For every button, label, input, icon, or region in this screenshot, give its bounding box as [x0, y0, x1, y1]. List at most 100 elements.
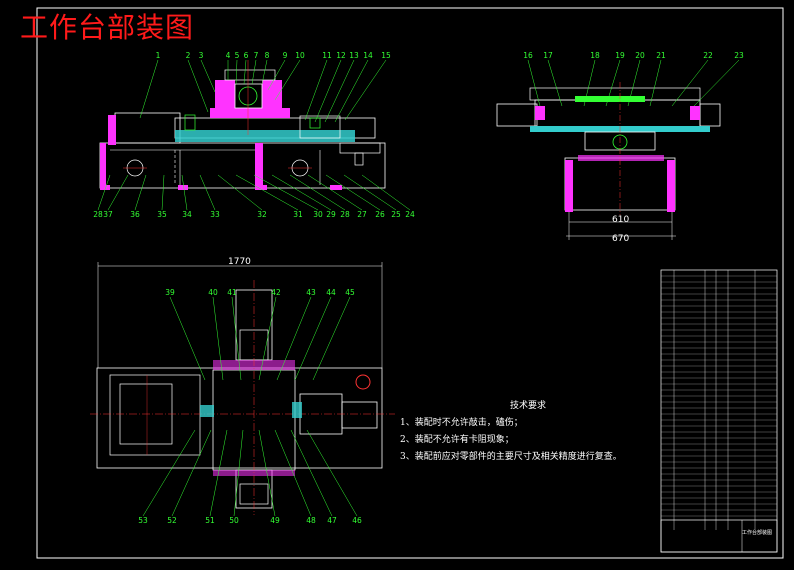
callout-front-bottom-29-9: 29 — [326, 210, 336, 219]
callout-plan-bottom-50: 50 — [229, 516, 239, 525]
callout-plan-top-44: 44 — [326, 288, 336, 297]
callout-plan-top-45-leader — [312, 296, 351, 381]
callout-front-bottom-37-1-leader — [107, 174, 129, 211]
callout-plan-top-39-leader — [169, 296, 206, 381]
callout-side-23: 23 — [734, 51, 744, 60]
callout-front-2-1-leader — [187, 59, 209, 113]
callout-plan-bottom-53-leader — [142, 429, 196, 517]
callout-plan-bottom-46-leader — [306, 429, 358, 517]
callout-side-16-leader — [527, 59, 541, 107]
callout-front-bottom-28-10-leader — [289, 174, 346, 211]
callout-front-8-7: 8 — [265, 51, 270, 60]
callout-front-2-1: 2 — [186, 51, 191, 60]
notes-heading: 技术要求 — [510, 401, 547, 411]
callout-front-5-4: 5 — [235, 51, 240, 60]
callout-plan-top-42-leader — [258, 296, 277, 381]
front-view — [99, 60, 386, 190]
callout-front-bottom-24-14-leader — [361, 174, 411, 211]
title-block-name: 工作台部装图 — [742, 530, 773, 536]
callout-plan-top-45: 45 — [345, 288, 355, 297]
parts-list-table — [660, 269, 778, 553]
side-view — [496, 82, 721, 240]
callout-front-bottom-26-12-leader — [325, 174, 381, 211]
callout-front-15-14-leader — [344, 59, 387, 121]
callout-front-bottom-30-8: 30 — [313, 210, 323, 219]
callout-plan-top-40-leader — [212, 296, 224, 381]
callout-front-bottom-27-11: 27 — [357, 210, 367, 219]
callout-front-bottom-34-4: 34 — [182, 210, 192, 219]
drawing-border — [36, 7, 784, 559]
callout-side-19: 19 — [615, 51, 625, 60]
callout-front-7-6: 7 — [254, 51, 259, 60]
callout-plan-top-44-leader — [294, 296, 332, 381]
callout-plan-bottom-49-leader — [258, 429, 276, 517]
callout-side-22-leader — [671, 59, 709, 107]
callout-front-bottom-31-7: 31 — [293, 210, 303, 219]
callout-side-22: 22 — [703, 51, 713, 60]
callout-front-bottom-36-2-leader — [134, 174, 147, 211]
callout-front-bottom-35-3-leader — [161, 174, 165, 211]
plan-view — [90, 262, 395, 515]
callout-plan-bottom-52-leader — [171, 429, 212, 517]
note-item-1: 1、装配时不允许敲击，磕伤； — [400, 418, 523, 428]
callout-front-1-0: 1 — [156, 51, 161, 60]
callout-front-bottom-29-9-leader — [271, 174, 332, 211]
callout-front-11-10-leader — [304, 59, 328, 121]
callout-front-13-12-leader — [324, 59, 355, 123]
callout-front-4-3: 4 — [226, 51, 231, 60]
callout-plan-bottom-46: 46 — [352, 516, 362, 525]
note-item-3: 3、装配前应对零部件的主要尺寸及相关精度进行复查。 — [400, 452, 622, 462]
callout-front-14-13: 14 — [363, 51, 373, 60]
callout-front-bottom-25-13-leader — [343, 174, 397, 211]
callout-plan-top-41: 41 — [227, 288, 237, 297]
callout-side-21-leader — [649, 59, 662, 107]
callout-plan-bottom-47-leader — [290, 429, 333, 517]
callout-side-20-leader — [627, 59, 641, 107]
callout-front-bottom-34-4-leader — [181, 174, 188, 211]
callout-plan-top-39: 39 — [165, 288, 175, 297]
callout-plan-top-41-leader — [231, 296, 242, 381]
callout-front-bottom-27-11-leader — [307, 174, 363, 211]
callout-plan-bottom-48: 48 — [306, 516, 316, 525]
callout-front-bottom-31-7-leader — [235, 174, 299, 211]
callout-front-7-6-leader — [251, 59, 257, 85]
note-item-2: 2、装配不允许有卡阻现象； — [400, 435, 514, 445]
callout-front-bottom-24-14: 24 — [405, 210, 415, 219]
callout-plan-top-40: 40 — [208, 288, 218, 297]
callout-side-18-leader — [583, 59, 596, 107]
callout-front-bottom-37-1: 37 — [103, 210, 113, 219]
callout-plan-bottom-52: 52 — [167, 516, 177, 525]
callout-front-bottom-26-12: 26 — [375, 210, 385, 219]
callout-front-12-11-leader — [314, 59, 342, 123]
drawing-title: 工作台部装图 — [20, 11, 195, 44]
callout-side-23-leader — [693, 59, 740, 107]
callout-front-bottom-28-10: 28 — [340, 210, 350, 219]
callout-side-18: 18 — [590, 51, 600, 60]
callout-front-bottom-36-2: 36 — [130, 210, 140, 219]
callout-side-21: 21 — [656, 51, 666, 60]
callout-front-13-12: 13 — [349, 51, 359, 60]
technical-requirements: 技术要求 1、装配时不允许敲击，磕伤； 2、装配不允许有卡阻现象； 3、装配前应… — [400, 398, 622, 466]
callout-front-bottom-33-5: 33 — [210, 210, 220, 219]
callout-side-17-leader — [547, 59, 563, 107]
callout-plan-bottom-53: 53 — [138, 516, 148, 525]
callout-plan-top-42: 42 — [271, 288, 281, 297]
callout-side-19-leader — [605, 59, 621, 107]
callout-front-9-8: 9 — [283, 51, 288, 60]
callout-front-bottom-32-6-leader — [217, 174, 263, 211]
callout-front-15-14: 15 — [381, 51, 391, 60]
callout-front-3-2-leader — [200, 59, 216, 93]
callout-plan-bottom-47: 47 — [327, 516, 337, 525]
callout-front-bottom-28-0-leader — [97, 174, 111, 211]
dim-side-width-inner: 610 — [612, 215, 630, 225]
callout-front-9-8-leader — [267, 59, 286, 91]
callout-plan-bottom-50-leader — [233, 429, 244, 517]
callout-front-6-5: 6 — [244, 51, 249, 60]
callout-front-bottom-33-5-leader — [199, 174, 216, 211]
callout-front-bottom-30-8-leader — [253, 174, 319, 211]
callout-front-bottom-32-6: 32 — [257, 210, 267, 219]
callout-plan-bottom-48-leader — [274, 429, 312, 517]
